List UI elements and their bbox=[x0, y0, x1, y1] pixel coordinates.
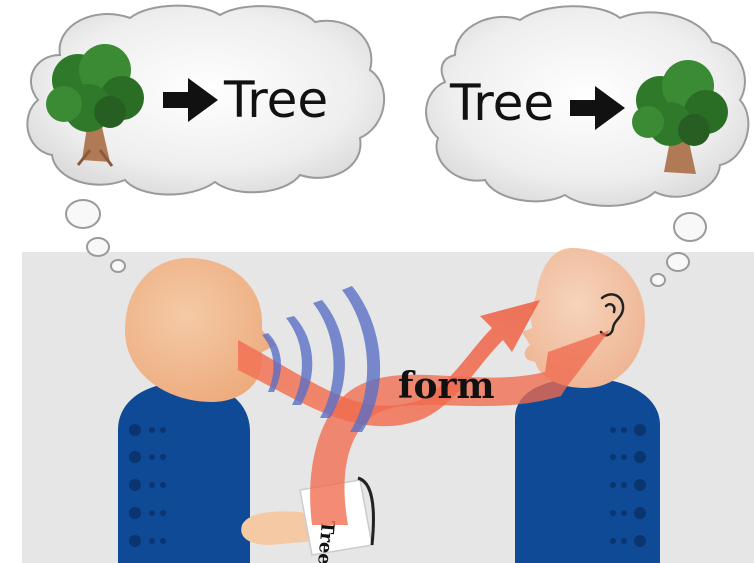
tree-icon bbox=[46, 44, 144, 167]
arrow-right-icon bbox=[570, 86, 625, 130]
thought-left-word: Tree bbox=[223, 71, 328, 129]
arrow-writing-to-ear bbox=[310, 330, 610, 525]
arrow-speech-to-face bbox=[238, 300, 540, 427]
person-listener bbox=[515, 248, 660, 563]
thought-bubble-right: Tree bbox=[425, 5, 750, 287]
arrow-label-form: form bbox=[398, 365, 495, 407]
tree-icon bbox=[632, 60, 728, 174]
arrow-right-icon bbox=[163, 78, 218, 122]
ear-icon bbox=[599, 293, 625, 337]
paper-word: Tree bbox=[313, 520, 338, 563]
sound-waves-icon bbox=[262, 286, 381, 432]
shirt-right bbox=[515, 378, 660, 563]
shirt-dots-left bbox=[129, 424, 166, 547]
thought-bubble-left: Tree bbox=[26, 4, 386, 273]
thought-right-word: Tree bbox=[449, 74, 554, 132]
shirt-dots-right bbox=[610, 424, 646, 547]
